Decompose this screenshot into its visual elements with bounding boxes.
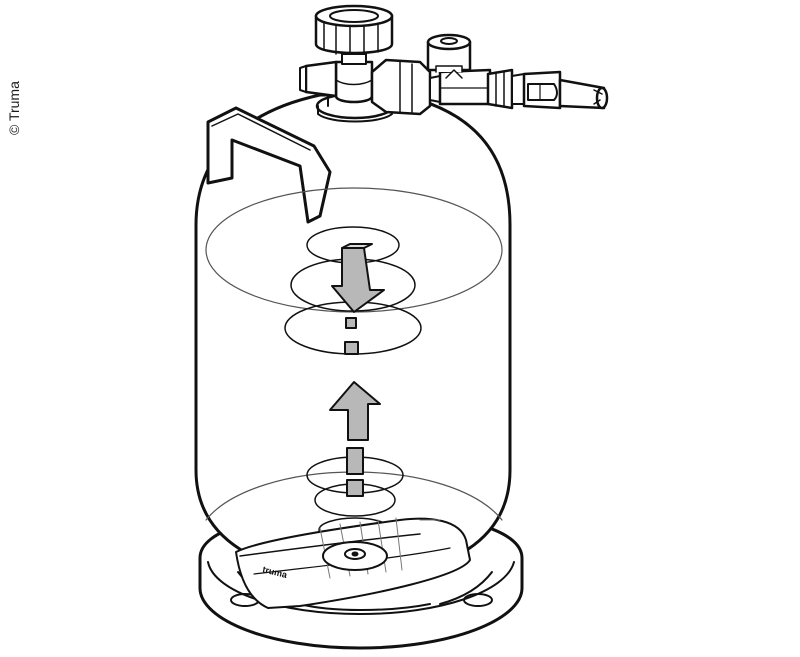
level-gauge-plate	[235, 517, 471, 609]
arrow-up-icon	[329, 381, 381, 497]
valve-body	[299, 60, 374, 104]
hose-coupling	[486, 68, 562, 110]
arrow-down-icon	[331, 243, 385, 355]
regulator-connector	[370, 58, 441, 116]
gas-hose	[558, 78, 609, 110]
cylinder-handle	[206, 106, 332, 224]
valve-handwheel	[314, 4, 394, 65]
t-fitting	[426, 33, 492, 106]
cylinder-body	[194, 93, 512, 580]
